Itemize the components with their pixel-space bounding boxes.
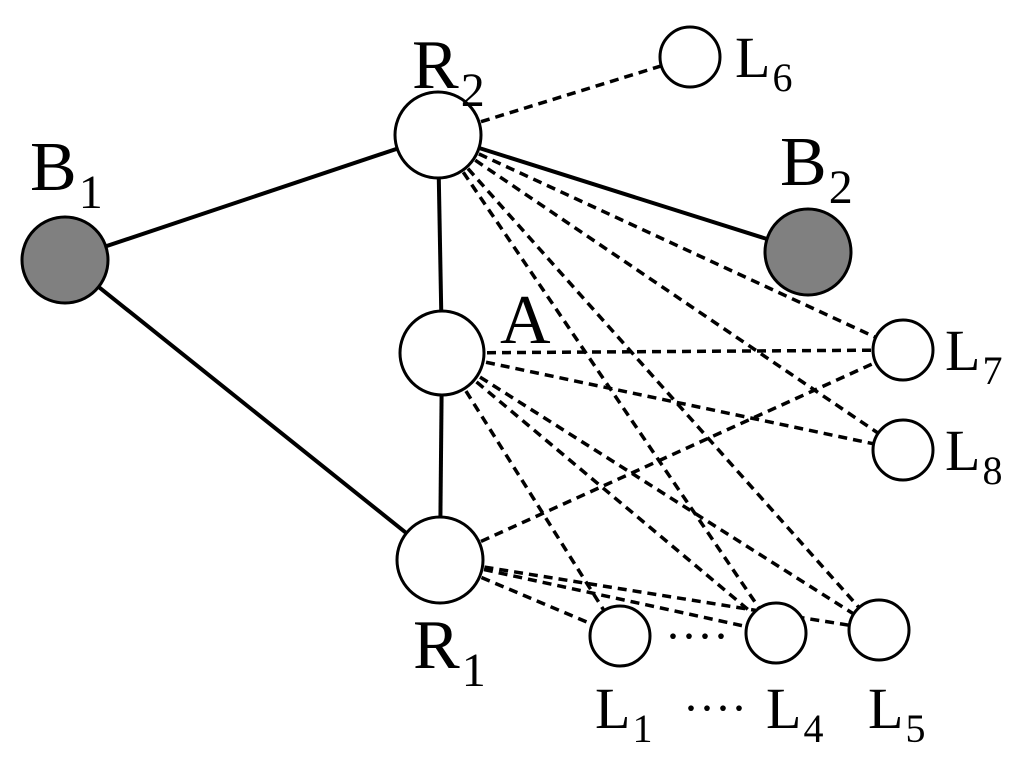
- node-l1: [588, 604, 652, 668]
- label-l4-subscript: 4: [803, 706, 823, 751]
- node-b1: [20, 215, 110, 305]
- label-l6-subscript: 6: [772, 55, 792, 100]
- label-l8-subscript: 8: [982, 448, 1002, 493]
- solid-edge-b1-r2: [64, 133, 439, 262]
- label-l5: L5: [868, 676, 925, 751]
- node-l8: [871, 418, 935, 482]
- solid-edge-r2-b2: [437, 133, 809, 254]
- label-l4: L4: [766, 676, 823, 751]
- label-l7-subscript: 7: [982, 348, 1002, 393]
- dashed-edge-r2-l4: [436, 134, 778, 634]
- dashed-edge-r2-l5: [436, 133, 881, 632]
- ellipsis-between-labels: ····: [683, 682, 747, 735]
- dashed-edge-r1-l7: [439, 348, 904, 562]
- label-b2: B2: [780, 124, 853, 214]
- node-b2: [763, 207, 853, 297]
- label-r2-subscript: 2: [461, 64, 485, 117]
- label-b1-subscript: 1: [79, 166, 103, 219]
- node-l7: [871, 318, 935, 382]
- node-r2: [393, 90, 483, 180]
- label-r1-subscript: 1: [462, 644, 486, 697]
- dashed-edge-r2-l7: [437, 133, 904, 352]
- label-l7: L7: [945, 318, 1002, 393]
- node-l4: [744, 601, 808, 665]
- nodes-layer: [20, 25, 935, 668]
- label-l6: L6: [735, 25, 792, 100]
- dashed-edge-r1-l5: [439, 558, 880, 632]
- node-l5: [847, 598, 911, 662]
- ellipsis-between-nodes: ····: [665, 610, 729, 663]
- dashed-edge-r1-l4: [439, 558, 777, 635]
- label-r1: R1: [413, 607, 486, 697]
- node-a: [398, 309, 486, 397]
- node-l6: [658, 25, 722, 89]
- label-b2-subscript: 2: [829, 161, 853, 214]
- dashed-edge-a-l5: [441, 351, 880, 632]
- label-l5-subscript: 5: [905, 706, 925, 751]
- dashed-edge-a-l7: [441, 348, 904, 355]
- label-l1-subscript: 1: [632, 706, 652, 751]
- label-b1: B1: [30, 129, 103, 219]
- dashed-edge-a-l4: [440, 351, 778, 635]
- solid-edge-b1-r1: [63, 258, 442, 562]
- label-r2: R2: [412, 27, 485, 117]
- label-l8: L8: [945, 418, 1002, 493]
- dashed-edge-a-l1: [440, 352, 622, 637]
- dashed-edge-r2-l8: [437, 133, 904, 452]
- label-a: A: [500, 282, 551, 359]
- dashed-edge-a-l8: [441, 351, 904, 452]
- label-l1: L1: [595, 676, 652, 751]
- node-r1: [395, 515, 485, 605]
